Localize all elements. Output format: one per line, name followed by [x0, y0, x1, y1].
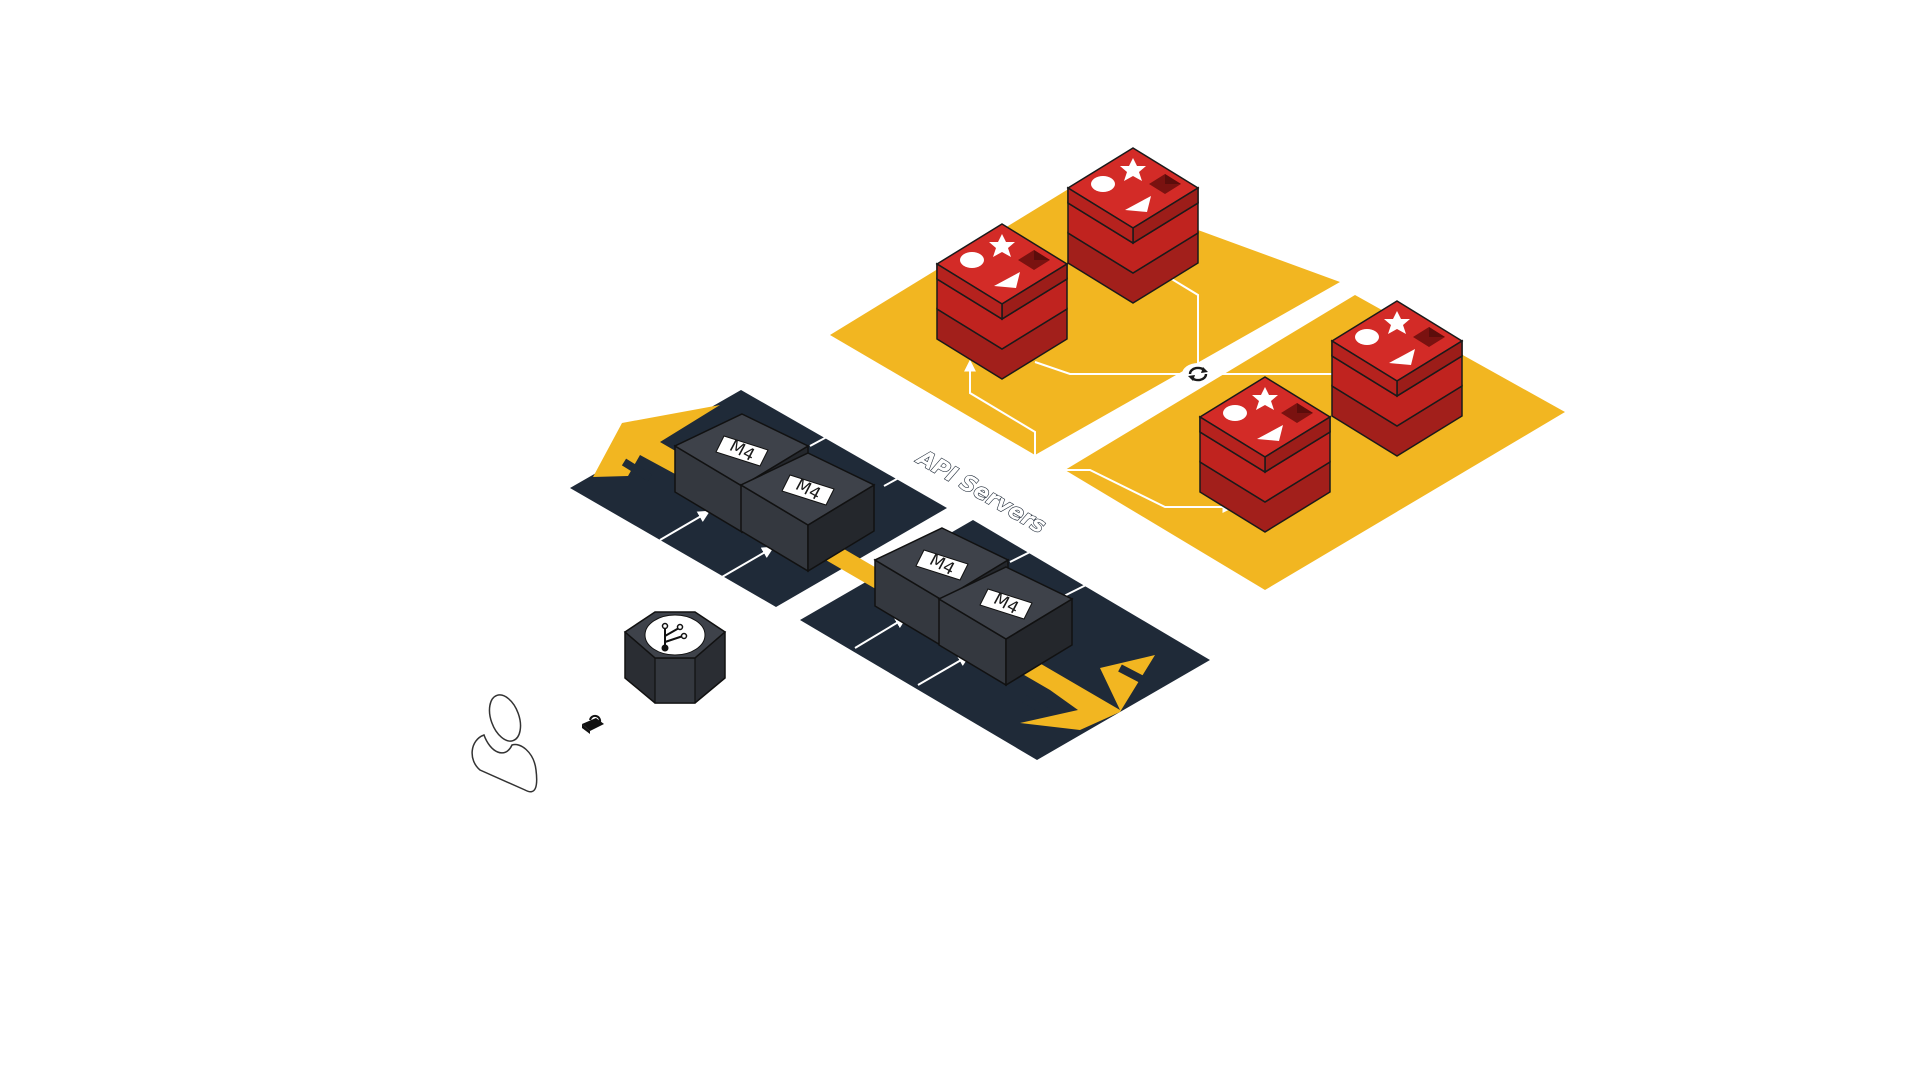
lock-icon [582, 714, 604, 734]
api-server-1: M4 [674, 413, 809, 533]
api-server-2: M4 [740, 452, 875, 572]
api-server-4: M4 [938, 566, 1073, 686]
lane-dividers [659, 431, 1089, 686]
redis-zone-left [830, 185, 1340, 455]
sync-icon [1182, 363, 1214, 385]
replication-links [964, 277, 1335, 513]
load-balancer [623, 611, 727, 704]
user-icon [471, 694, 538, 793]
load-balancer-icon [644, 614, 706, 656]
api-server-3: M4 [874, 527, 1009, 647]
